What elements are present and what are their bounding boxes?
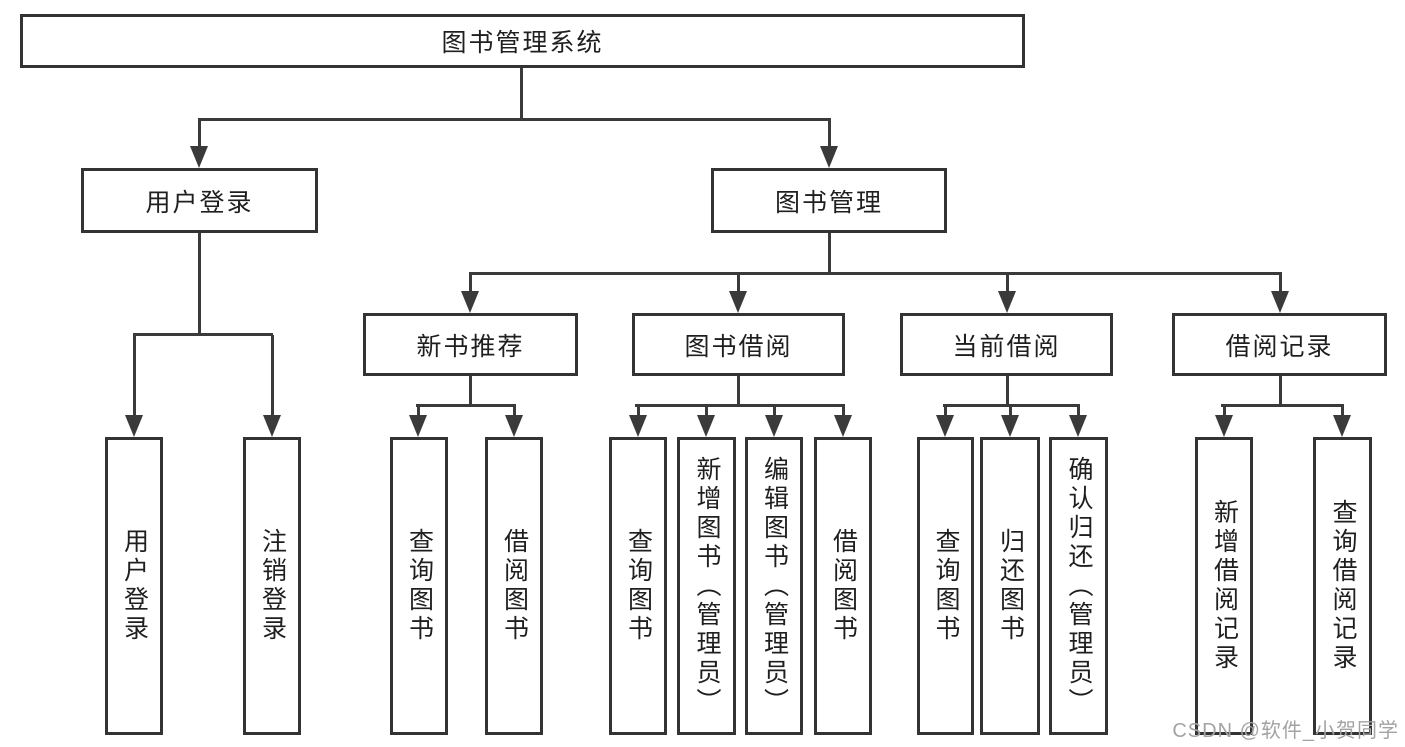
- connector-line: [1006, 274, 1009, 293]
- node-current-borrowing: 当前借阅: [900, 313, 1113, 376]
- node-borrow-books: 借阅图书: [814, 437, 872, 735]
- node-query-books-recommend: 查询图书: [390, 437, 448, 735]
- watermark: CSDN @软件_小贺同学: [1172, 720, 1399, 742]
- connector-line: [705, 406, 708, 417]
- arrow-down-icon: [409, 415, 427, 437]
- connector-line: [828, 120, 831, 148]
- connector-line: [1077, 406, 1080, 417]
- connector-line: [737, 376, 740, 406]
- connector-line: [198, 120, 201, 148]
- connector-line: [416, 404, 516, 407]
- connector-line: [469, 272, 1282, 275]
- node-borrow-books-recommend: 借阅图书: [485, 437, 543, 735]
- node-query-borrow-record: 查询借阅记录: [1313, 437, 1372, 735]
- connector-line: [1223, 406, 1226, 417]
- node-edit-books-admin: 编辑图书（管理员）: [745, 437, 803, 735]
- connector-line: [469, 274, 472, 293]
- connector-line: [1279, 376, 1282, 406]
- node-user-login-leaf: 用户登录: [105, 437, 163, 735]
- node-query-books-borrowing: 查询图书: [609, 437, 667, 735]
- node-book-management-system: 图书管理系统: [20, 14, 1025, 68]
- connector-line: [1006, 376, 1009, 406]
- connector-line: [469, 376, 472, 406]
- node-confirm-return-admin: 确认归还（管理员）: [1049, 437, 1108, 735]
- arrow-down-icon: [834, 415, 852, 437]
- node-borrowing-records: 借阅记录: [1172, 313, 1387, 376]
- connector-line: [1341, 406, 1344, 417]
- node-logout: 注销登录: [243, 437, 301, 735]
- connector-line: [198, 233, 201, 335]
- arrow-down-icon: [1215, 415, 1233, 437]
- arrow-down-icon: [125, 415, 143, 437]
- arrow-down-icon: [729, 291, 747, 313]
- arrow-down-icon: [998, 291, 1016, 313]
- arrow-down-icon: [936, 415, 954, 437]
- connector-line: [637, 406, 640, 417]
- arrow-down-icon: [1271, 291, 1289, 313]
- connector-line: [1009, 406, 1012, 417]
- arrow-down-icon: [629, 415, 647, 437]
- node-user-login: 用户登录: [81, 168, 318, 233]
- connector-line: [773, 406, 776, 417]
- connector-line: [520, 68, 523, 120]
- arrow-down-icon: [820, 146, 838, 168]
- connector-line: [944, 406, 947, 417]
- arrow-down-icon: [1333, 415, 1351, 437]
- arrow-down-icon: [765, 415, 783, 437]
- connector-line: [1221, 404, 1344, 407]
- arrow-down-icon: [1001, 415, 1019, 437]
- connector-line: [133, 333, 273, 336]
- node-add-borrow-record: 新增借阅记录: [1195, 437, 1253, 735]
- connector-line: [828, 233, 831, 274]
- arrow-down-icon: [505, 415, 523, 437]
- arrow-down-icon: [1069, 415, 1087, 437]
- connector-line: [198, 118, 831, 121]
- arrow-down-icon: [190, 146, 208, 168]
- node-query-books-current: 查询图书: [917, 437, 974, 735]
- connector-line: [635, 404, 845, 407]
- node-new-book-recommendation: 新书推荐: [363, 313, 578, 376]
- node-book-management: 图书管理: [711, 168, 947, 233]
- node-return-books: 归还图书: [980, 437, 1040, 735]
- node-add-books-admin: 新增图书（管理员）: [677, 437, 736, 735]
- arrow-down-icon: [461, 291, 479, 313]
- node-book-borrowing: 图书借阅: [632, 313, 845, 376]
- connector-line: [943, 404, 1080, 407]
- connector-line: [737, 274, 740, 293]
- connector-line: [1279, 274, 1282, 293]
- connector-line: [417, 406, 420, 417]
- connector-line: [842, 406, 845, 417]
- arrow-down-icon: [263, 415, 281, 437]
- connector-line: [133, 335, 136, 417]
- arrow-down-icon: [697, 415, 715, 437]
- connector-line: [513, 406, 516, 417]
- connector-line: [271, 335, 274, 417]
